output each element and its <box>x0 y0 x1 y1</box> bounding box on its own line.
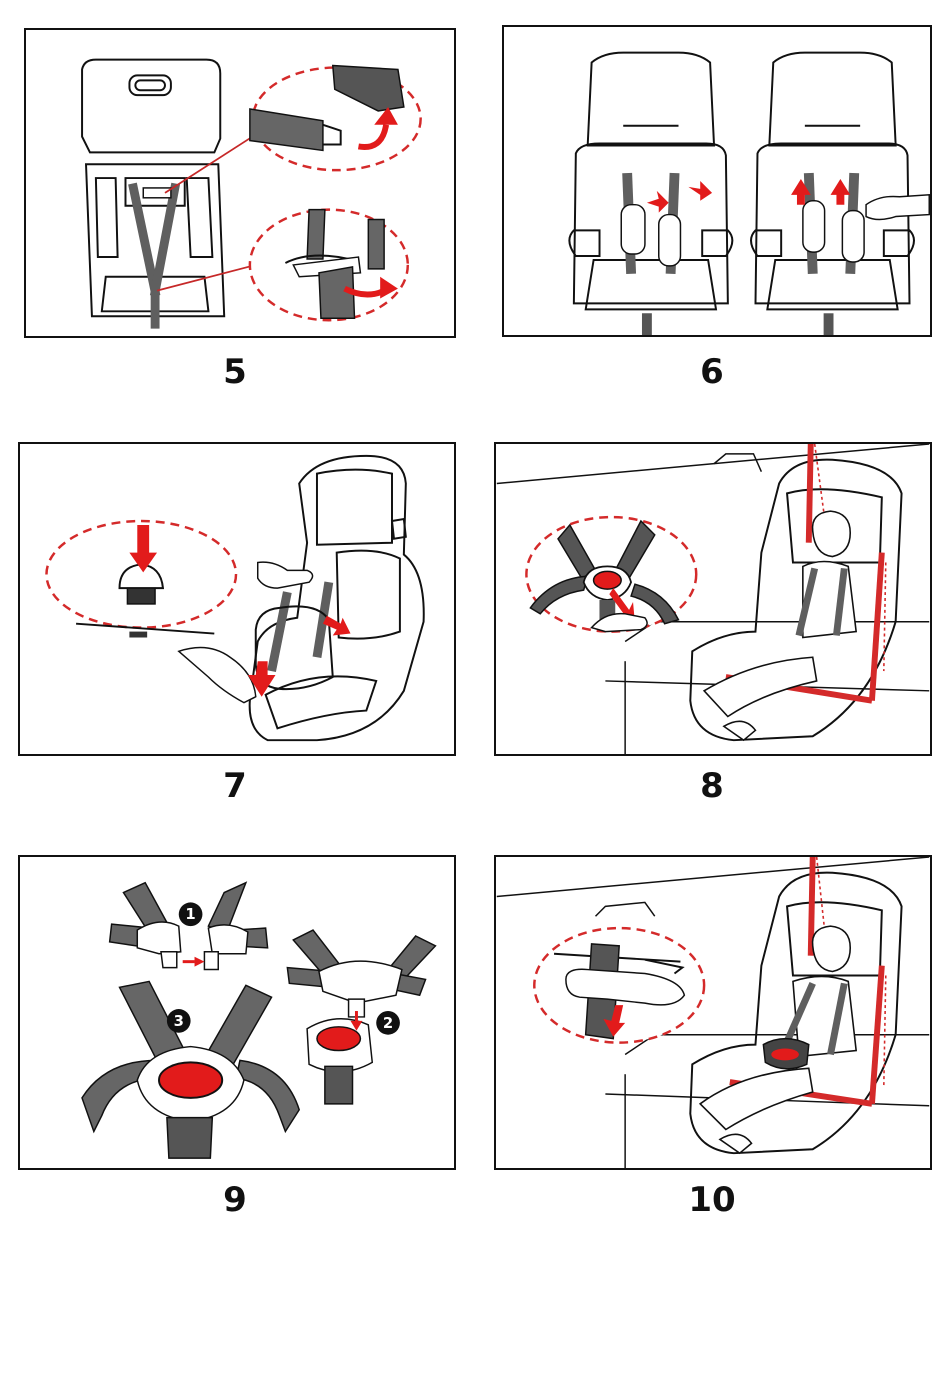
step-10-illustration <box>496 857 930 1168</box>
step-number-9: 9 <box>175 1180 295 1220</box>
step-number-6: 6 <box>652 352 772 392</box>
panel-step-6 <box>502 25 932 337</box>
panel-step-5 <box>24 28 456 338</box>
step-number-8: 8 <box>652 766 772 806</box>
step-8-illustration <box>496 444 930 754</box>
substep-badge-3: 3 <box>174 1013 184 1030</box>
panel-step-8 <box>494 442 932 756</box>
step-number-10: 10 <box>652 1180 772 1220</box>
step-7-illustration <box>20 444 454 754</box>
step-6-illustration <box>504 27 930 335</box>
substep-badge-1: 1 <box>185 906 195 923</box>
panel-step-10 <box>494 855 932 1170</box>
panel-step-9: 1 2 3 <box>18 855 456 1170</box>
step-5-illustration <box>26 30 454 336</box>
step-number-5: 5 <box>175 352 295 392</box>
step-9-illustration: 1 2 3 <box>20 857 454 1168</box>
panel-step-7 <box>18 442 456 756</box>
step-number-7: 7 <box>175 766 295 806</box>
substep-badge-2: 2 <box>383 1015 393 1032</box>
